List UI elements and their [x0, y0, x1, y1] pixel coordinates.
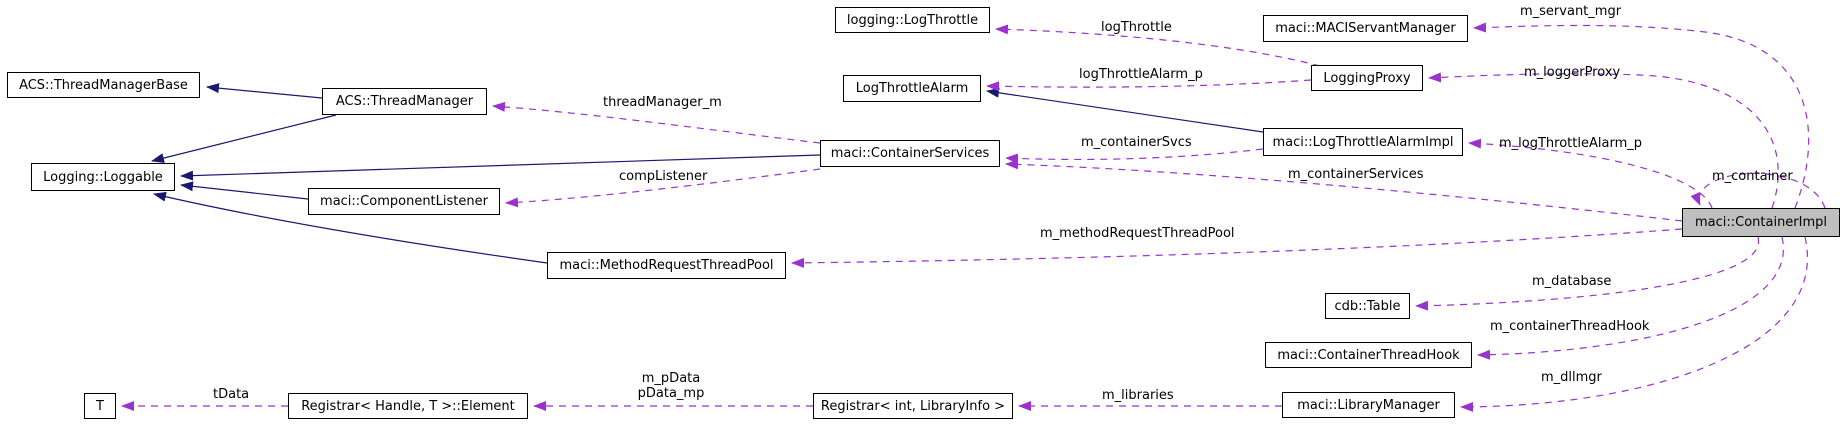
node-maci-logthrottlealarmimpl[interactable]: maci::LogThrottleAlarmImpl — [1263, 128, 1463, 156]
node-maci-methodrequestthreadpool[interactable]: maci::MethodRequestThreadPool — [547, 252, 786, 279]
edge-methodrequestthreadpool-to-loggable — [153, 191, 548, 264]
edge-label-m-loggerproxy: m_loggerProxy — [1524, 65, 1621, 80]
node-maci-containerthreadhook[interactable]: maci::ContainerThreadHook — [1265, 342, 1472, 368]
edge-label-m-containerthreadhook: m_containerThreadHook — [1490, 319, 1650, 334]
edge-label-m-pdata: m_pData — [641, 371, 701, 386]
node-maci-maciservantmanager[interactable]: maci::MACIServantManager — [1263, 15, 1468, 42]
edge-label-complistener: compListener — [619, 169, 708, 184]
edge-threadmanager-to-loggable — [151, 114, 337, 163]
edge-complistener — [505, 168, 821, 208]
edge-m-loggerproxy — [1428, 72, 1779, 209]
edge-threadmanager-to-threadmanagerbase — [206, 83, 323, 99]
edge-componentlistener-to-loggable — [180, 181, 309, 200]
edge-m-containersvcs — [1005, 148, 1264, 164]
edge-m-containerservices — [1005, 159, 1683, 222]
node-maci-containerservices[interactable]: maci::ContainerServices — [820, 140, 1000, 167]
node-logging-loggable[interactable]: Logging::Loggable — [31, 163, 175, 191]
edge-label-threadmanager-m: threadManager_m — [603, 95, 722, 110]
node-registrar-handle-t-element[interactable]: Registrar< Handle, T >::Element — [288, 393, 528, 419]
edge-label-logthrottlealarm-p: logThrottleAlarm_p — [1079, 67, 1203, 82]
node-acs-threadmanagerbase[interactable]: ACS::ThreadManagerBase — [7, 72, 200, 98]
edge-label-m-dllmgr: m_dllmgr — [1541, 370, 1602, 385]
edge-logthrottle — [995, 24, 1321, 67]
edge-label-m-libraries: m_libraries — [1102, 388, 1174, 403]
edge-label-m-servant-mgr: m_servant_mgr — [1520, 4, 1622, 19]
node-acs-threadmanager[interactable]: ACS::ThreadManager — [322, 88, 487, 115]
edge-label-m-logthrottlealarm-p: m_logThrottleAlarm_p — [1499, 136, 1642, 151]
edge-containerservices-to-loggable — [180, 154, 821, 181]
node-loggingproxy[interactable]: LoggingProxy — [1311, 65, 1423, 91]
edge-label-logthrottle: logThrottle — [1101, 20, 1172, 35]
edge-m-logthrottlealarm-p — [1468, 138, 1713, 209]
edge-m-dllmgr — [1460, 236, 1808, 412]
edge-label-m-methodrequestthreadpool: m_methodRequestThreadPool — [1040, 226, 1235, 241]
node-maci-containerimpl: maci::ContainerImpl — [1682, 208, 1840, 237]
edge-m-container-selfloop — [1690, 172, 1826, 209]
node-maci-componentlistener[interactable]: maci::ComponentListener — [308, 188, 500, 215]
edge-label-m-containerservices: m_containerServices — [1288, 167, 1424, 182]
node-maci-librarymanager[interactable]: maci::LibraryManager — [1282, 392, 1455, 418]
edge-m-methodrequestthreadpool — [791, 228, 1683, 268]
edge-threadmanager-m — [492, 101, 821, 144]
edge-label-m-container: m_container — [1712, 169, 1793, 184]
node-cdb-table[interactable]: cdb::Table — [1325, 293, 1410, 319]
edge-logthrottlealarm-p — [986, 79, 1312, 92]
edge-m-containerthreadhook — [1477, 236, 1784, 360]
edge-label-pdata-mp: pData_mp — [637, 386, 705, 401]
edge-label-m-containersvcs: m_containerSvcs — [1081, 135, 1192, 150]
node-t[interactable]: T — [84, 393, 116, 419]
node-logging-logthrottle[interactable]: logging::LogThrottle — [835, 7, 990, 33]
node-registrar-int-libraryinfo[interactable]: Registrar< int, LibraryInfo > — [813, 393, 1013, 419]
edge-label-tdata: tData — [213, 387, 250, 402]
edge-logthrottlealarmimpl-to-logthrottlealarm — [986, 87, 1264, 133]
node-logthrottlealarm[interactable]: LogThrottleAlarm — [843, 75, 981, 102]
edge-m-servant-mgr — [1473, 22, 1810, 209]
edge-m-database — [1415, 236, 1760, 311]
edge-label-m-database: m_database — [1532, 274, 1612, 289]
